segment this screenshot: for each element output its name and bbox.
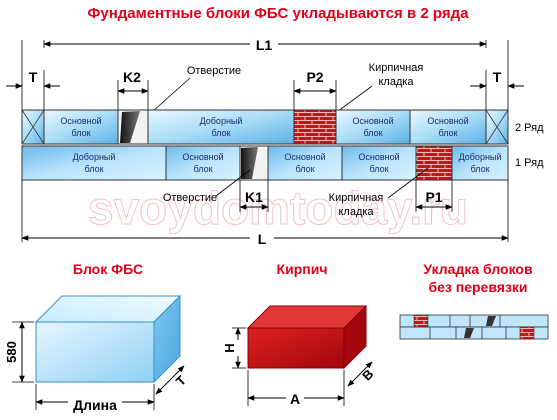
brick-masonry bbox=[293, 109, 337, 145]
dim-K2-label: K2 bbox=[123, 69, 141, 85]
dim-L1-label: L1 bbox=[256, 37, 273, 53]
fbs-thickness-label: T bbox=[173, 373, 189, 389]
brick-dimension-height: H bbox=[222, 327, 246, 369]
block-label: блок bbox=[363, 128, 382, 138]
block-label: Основной bbox=[358, 152, 399, 162]
brick-height-label: H bbox=[222, 343, 237, 352]
brick-masonry bbox=[415, 145, 453, 181]
block-main bbox=[409, 109, 487, 145]
page-title: Фундаментные блоки ФБС укладываются в 2 … bbox=[88, 5, 470, 22]
hole-label-top: Отверстие bbox=[187, 65, 241, 77]
dimension-T-left: T bbox=[6, 69, 60, 110]
block-label: блок bbox=[295, 164, 314, 174]
fbs-length-label: Длина bbox=[73, 397, 117, 413]
dimension-T-right: T bbox=[470, 69, 524, 110]
row-1-label: 1 Ряд bbox=[515, 157, 544, 169]
dim-P2-label: P2 bbox=[306, 69, 323, 85]
brick-width-label: B bbox=[359, 366, 376, 383]
hole-label-bottom: Отверстие bbox=[163, 192, 217, 204]
block-extra bbox=[147, 109, 295, 145]
block-label: Доборный bbox=[459, 152, 502, 162]
block-main bbox=[165, 145, 241, 181]
brick-label-bottom-1: Кирпичная bbox=[329, 192, 384, 204]
fbs-dimension-length: Длина bbox=[35, 384, 155, 413]
fbs-height-label: 580 bbox=[4, 341, 19, 363]
dim-T-left-label: T bbox=[29, 69, 38, 85]
section-laying-title-1: Укладка блоков bbox=[423, 261, 533, 277]
dimension-P2: P2 bbox=[293, 69, 337, 110]
dim-L-label: L bbox=[258, 231, 267, 247]
block-label: блок bbox=[470, 164, 489, 174]
block-label: блок bbox=[211, 128, 230, 138]
dimension-L1: L1 bbox=[21, 37, 509, 110]
section-fbs-title: Блок ФБС bbox=[73, 261, 143, 277]
brick-dimension-length: A bbox=[247, 370, 345, 407]
section-brick-title: Кирпич bbox=[277, 261, 328, 277]
brick-label-top-2: кладка bbox=[378, 76, 414, 88]
block-label: блок bbox=[438, 128, 457, 138]
fbs-dimension-height: 580 bbox=[4, 321, 34, 383]
dim-T-right-label: T bbox=[493, 69, 502, 85]
brick-dimension-width: B bbox=[347, 361, 376, 387]
fbs-block-3d bbox=[34, 294, 182, 384]
block-label: Основной bbox=[427, 116, 468, 126]
block-label: Основной bbox=[352, 116, 393, 126]
watermark: svoydomtoday.ru bbox=[88, 182, 468, 234]
row-1: Доборный блок Основной блок Основной бло… bbox=[21, 145, 509, 181]
block-label: блок bbox=[369, 164, 388, 174]
block-main bbox=[43, 109, 119, 145]
section-laying-title-2: без перевязки bbox=[428, 279, 527, 295]
block-label: Основной bbox=[182, 152, 223, 162]
block-label: Основной bbox=[60, 116, 101, 126]
dim-K1-label: K1 bbox=[245, 189, 263, 205]
block-label: блок bbox=[71, 128, 90, 138]
brick-label-bottom-2: кладка bbox=[338, 206, 374, 218]
row-2-label: 2 Ряд bbox=[515, 122, 544, 134]
block-label: блок bbox=[84, 164, 103, 174]
block-label: Доборный bbox=[73, 152, 116, 162]
block-label: Основной bbox=[284, 152, 325, 162]
block-main bbox=[335, 109, 411, 145]
block-extra bbox=[451, 145, 509, 181]
dim-P1-label: P1 bbox=[425, 189, 442, 205]
dimension-K1: K1 bbox=[239, 180, 269, 212]
dimension-P1: P1 bbox=[415, 180, 453, 212]
brick-3d bbox=[246, 304, 368, 370]
dimension-L: L bbox=[21, 180, 509, 247]
brick-label-top-1: Кирпичная bbox=[369, 62, 424, 74]
block-main bbox=[267, 145, 343, 181]
block-label: блок bbox=[193, 164, 212, 174]
laying-no-bond-diagram bbox=[399, 314, 549, 340]
block-label: Доборный bbox=[200, 116, 243, 126]
dimension-K2: K2 bbox=[117, 69, 149, 110]
row-2: Основной блок Доборный блок Основной бло… bbox=[21, 109, 509, 145]
block-main bbox=[341, 145, 417, 181]
brick-length-label: A bbox=[290, 391, 300, 407]
